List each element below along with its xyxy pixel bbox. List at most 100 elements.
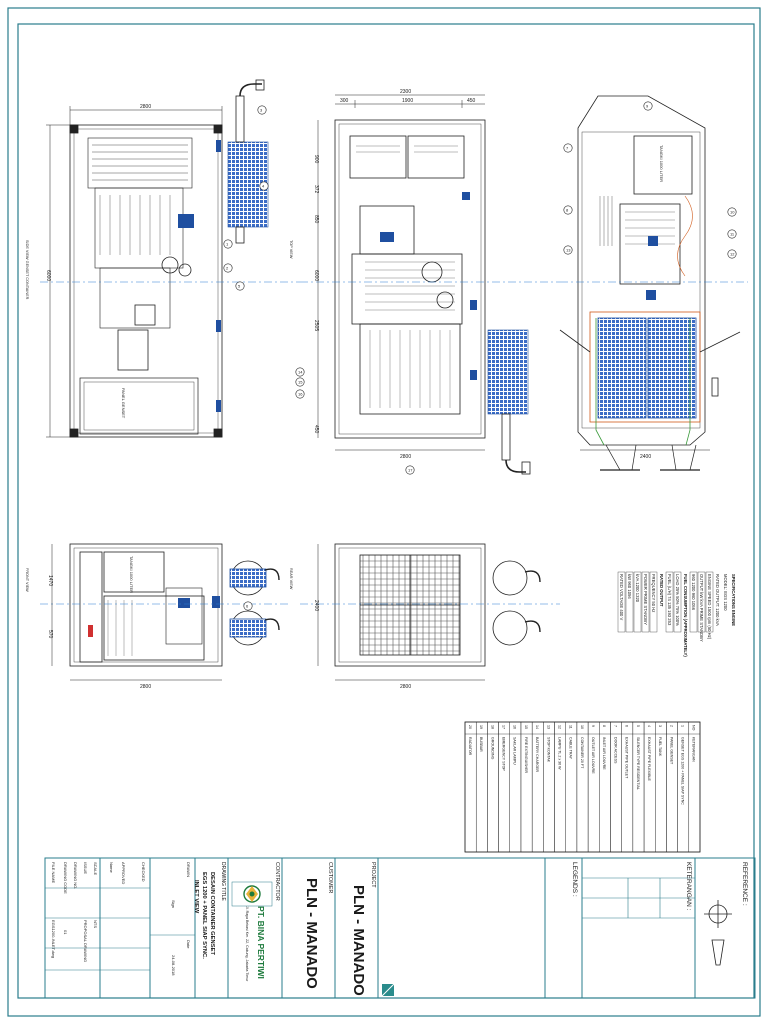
project-label: PROJECT	[370, 862, 376, 888]
legend-row-text: EXHAUST PIPE OUTLET	[625, 737, 629, 779]
legend-row	[464, 721, 477, 853]
note-top-view: TOP VIEW	[289, 240, 293, 259]
callout-balloon	[243, 601, 253, 611]
callout-balloon	[727, 229, 737, 239]
name-label: Name	[109, 862, 114, 873]
callout-balloon	[295, 367, 305, 377]
legend-row-no: 19	[479, 725, 483, 729]
legend-row-text: BUSBAR	[479, 737, 483, 752]
callout-number: 13	[566, 248, 571, 253]
dim-length-mid: 6000	[313, 270, 319, 281]
callout-number: 16	[298, 392, 303, 397]
scale-value: NTS	[93, 920, 98, 928]
spec-line: RATED VOLTAGE 400 V	[619, 574, 624, 621]
callout-number: 1	[226, 242, 229, 247]
legend-row-no: 1	[681, 725, 685, 727]
dim-end-right-w: 2800	[400, 684, 411, 690]
note-side-view: SIDE VIEW GENSET CONTAINER	[25, 240, 29, 300]
reference-label: REFERENCE :	[741, 862, 748, 906]
spec-line: RATED OUTPUT	[659, 574, 664, 607]
spec-line: RATED OUTPUT: 1200 kVA	[715, 574, 720, 626]
project-name: PLN - MANADO	[350, 885, 367, 996]
spec-line: MODEL: EGS 1200	[723, 574, 728, 611]
callout-balloon	[223, 239, 233, 249]
legend-row-no: 15	[524, 725, 528, 729]
drawing-title-line-3: INLET VIEW	[193, 880, 199, 914]
silencer-middle	[487, 329, 531, 475]
spec-line: LOAD 25% 50% 75% 100%	[675, 574, 680, 626]
keterangan-label: KETERANGAN :	[685, 862, 692, 911]
dimension-texts: 2800 6000 2300 300 1900 450 6000 2505 90…	[45, 89, 651, 690]
legend-row-no: 20	[468, 725, 472, 729]
issue-label: ISSUE	[83, 862, 88, 874]
dim-end-left-w: 2800	[140, 684, 151, 690]
dim-end-right-h: 2400	[313, 600, 319, 611]
dimension-lines	[46, 94, 710, 681]
spec-line: FREQUENCY 50 Hz	[651, 574, 656, 612]
customer-name: PLN - MANADO	[303, 878, 320, 989]
dim-right-top-b: 1900	[402, 98, 413, 104]
callout-number: 4	[262, 184, 265, 189]
callout-number: 9	[646, 104, 649, 109]
company-name: PT. BINA PERTIWI	[256, 906, 266, 979]
legend-row-text: BATTERY CHARGER	[535, 737, 539, 773]
end-view-left: TANGKI 1000 LITER	[69, 543, 223, 667]
dim-mid-a: 2505	[313, 320, 319, 331]
sign-label: Sign	[171, 900, 176, 908]
dim-right-top-overall: 2300	[400, 89, 411, 95]
dim-length-left: 6000	[45, 270, 51, 281]
legend-row-text: EMERGENCY STOP	[501, 737, 505, 771]
legend-row-no: 18	[490, 725, 494, 729]
legend-row-text: EXHAUST PIPE FLEXIBLE	[647, 737, 651, 781]
legend-row-no: NO	[692, 725, 696, 731]
drawing-title-line-1: DESAIN CONTAINER GENSET	[209, 872, 215, 955]
callout-number: 6	[246, 604, 249, 609]
outer-border	[7, 7, 761, 1017]
drawn-label: DRAWN	[186, 862, 191, 877]
svg-text:TANGKI 1000 LITER: TANGKI 1000 LITER	[659, 145, 664, 182]
callout-balloon	[295, 389, 305, 399]
callout-balloon	[295, 377, 305, 387]
callout-balloon	[727, 207, 737, 217]
spec-line: SPECIFICATIONS ENGINE	[731, 574, 736, 626]
drawing-code-label: DRAWING CODE	[63, 862, 68, 894]
legend-row-text: GENSET EGS 1200 + PANEL SIAP SYNC	[681, 737, 685, 805]
legend-row-text: LAMPU TL 2 x 36 W	[557, 737, 561, 770]
contractor-label: CONTRACTOR	[274, 862, 280, 901]
silencer-pair-right	[492, 560, 541, 646]
end-view-right	[334, 543, 486, 667]
callout-number: 5	[238, 284, 241, 289]
svg-text:TANGKI 1000 LITER: TANGKI 1000 LITER	[129, 556, 134, 593]
callout-number: 2	[226, 266, 229, 271]
spec-line: ENGINE SPEED 1500 rpm (50 Hz)	[707, 574, 712, 640]
legend-row-no: 3	[658, 725, 662, 727]
callout-balloon	[563, 143, 573, 153]
legend-row-text: SAKLAR LAMPU	[513, 737, 517, 765]
dim-end-left-h2: 570	[47, 630, 53, 639]
legend-row-no: 9	[591, 725, 595, 727]
view-notes: SIDE VIEW GENSET CONTAINER TOP VIEW FRON…	[25, 240, 293, 592]
spec-line: kW 960 1056	[627, 574, 632, 599]
callout-balloon	[223, 263, 233, 273]
spec-line: OUTPUT kW kVA PRIME STANDBY	[699, 574, 704, 642]
legend-row-text: FIRE EXTINGUISHER	[524, 737, 528, 774]
side-view-left: PANEL GENSET	[69, 124, 223, 438]
dim-mid-e: 450	[313, 425, 319, 434]
company-address: Jl. Raya Bekasi Km. 22, Cakung, Jakarta …	[245, 906, 249, 982]
legend-row-text: OUTLET AIR LOUVRE	[591, 737, 595, 774]
legend-row-text: CABLE TRAY	[569, 737, 573, 760]
legend-row-no: 10	[580, 725, 584, 729]
callout-number: 10	[730, 210, 735, 215]
spec-line: kVA 1200 1320	[635, 574, 640, 603]
spec-line: POWER PRIME STANDBY	[643, 574, 648, 625]
date-value: 24-08-2018	[171, 955, 176, 976]
legend-row-no: 4	[647, 725, 651, 727]
checked-label: CHECKED	[141, 862, 146, 882]
north-arrow-icon	[704, 900, 732, 966]
callout-balloon	[405, 465, 415, 475]
scale-label: SCALE	[93, 862, 98, 875]
legend-row-no: 8	[602, 725, 606, 727]
